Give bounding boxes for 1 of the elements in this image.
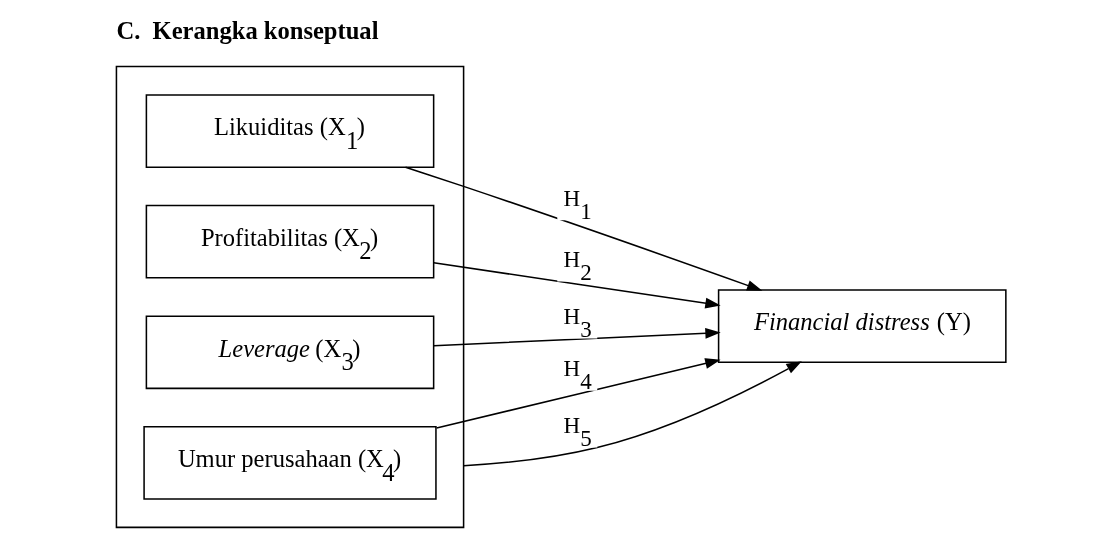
diagram-title: C. Kerangka konseptual [116,16,379,44]
